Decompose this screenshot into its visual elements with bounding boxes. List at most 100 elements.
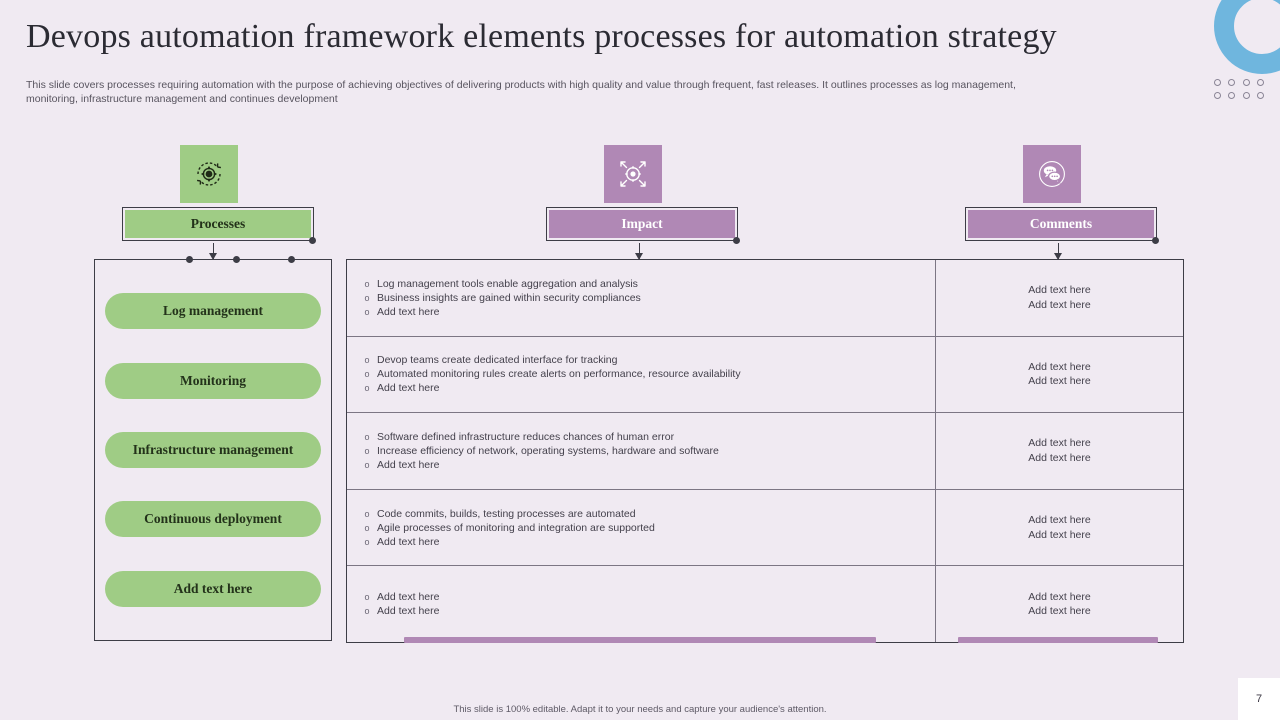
bullet-marker: o <box>364 445 370 456</box>
bullet-text: Software defined infrastructure reduces … <box>377 430 675 443</box>
connector-dot <box>733 237 740 244</box>
table-row: o Devop teams create dedicated interface … <box>347 336 1183 414</box>
bullet-item: o Add text here <box>357 458 935 472</box>
comment-cell[interactable]: Add text here Add text here <box>936 413 1183 489</box>
comment-text: Add text here <box>1028 298 1091 311</box>
impact-cell[interactable]: o Code commits, builds, testing processes… <box>347 489 936 566</box>
bullet-text: Automated monitoring rules create alerts… <box>377 368 741 381</box>
page-number-badge: 7 <box>1238 678 1280 720</box>
comment-text: Add text here <box>1028 437 1091 450</box>
impact-cell[interactable]: o Devop teams create dedicated interface … <box>347 336 936 413</box>
column-header-label-comments: Comments <box>968 210 1154 238</box>
process-pill[interactable]: Continuous deployment <box>105 501 321 538</box>
bullet-text: Add text here <box>377 535 440 548</box>
header-box-outline-processes: Processes <box>122 207 316 244</box>
bullet-text: Add text here <box>377 382 440 395</box>
connector-dot <box>309 237 316 244</box>
bullet-item: o Add text here <box>357 535 935 549</box>
column-header-impact[interactable]: Impact <box>546 145 740 244</box>
decorative-dot-grid <box>1210 76 1268 102</box>
bullet-item: o Code commits, builds, testing processes… <box>357 507 935 521</box>
bullet-item: o Software defined infrastructure reduces… <box>357 430 935 444</box>
impact-cell[interactable]: o Log management tools enable aggregation… <box>347 260 936 336</box>
comment-text: Add text here <box>1028 360 1091 373</box>
process-pill[interactable]: Infrastructure management <box>105 431 321 468</box>
bullet-marker: o <box>364 459 370 470</box>
bullet-marker: o <box>364 431 370 442</box>
bullet-marker: o <box>364 306 370 317</box>
connector-arrow-comments <box>1054 243 1062 260</box>
bullet-marker: o <box>364 369 370 380</box>
comment-text: Add text here <box>1028 514 1091 527</box>
bullet-marker: o <box>364 522 370 533</box>
bullet-text: Devop teams create dedicated interface f… <box>377 354 618 367</box>
impact-comments-table: o Log management tools enable aggregation… <box>346 259 1184 643</box>
bullet-item: o Add text here <box>357 305 935 319</box>
bullet-text: Log management tools enable aggregation … <box>377 277 638 290</box>
comment-cell[interactable]: Add text here Add text here <box>936 566 1183 642</box>
bullet-item: o Business insights are gained within sec… <box>357 291 935 305</box>
comment-cell[interactable]: Add text here Add text here <box>936 337 1183 413</box>
bullet-text: Agile processes of monitoring and integr… <box>377 521 655 534</box>
bullet-item: o Devop teams create dedicated interface … <box>357 353 935 367</box>
bullet-marker: o <box>364 606 370 617</box>
bullet-marker: o <box>364 592 370 603</box>
accent-bar-comments <box>958 637 1158 643</box>
decorative-ring <box>1214 0 1280 74</box>
bullet-text: Increase efficiency of network, operatin… <box>377 444 719 457</box>
bullet-text: Code commits, builds, testing processes … <box>377 507 636 520</box>
converging-arrows-gear-icon <box>604 145 662 203</box>
comment-text: Add text here <box>1028 528 1091 541</box>
comment-text: Add text here <box>1028 605 1091 618</box>
bullet-marker: o <box>364 292 370 303</box>
table-row: o Software defined infrastructure reduces… <box>347 413 1183 490</box>
bullet-item: o Increase efficiency of network, operati… <box>357 444 935 458</box>
bullet-text: Add text here <box>377 458 440 471</box>
comment-cell[interactable]: Add text here Add text here <box>936 260 1183 336</box>
comment-text: Add text here <box>1028 590 1091 603</box>
column-header-comments[interactable]: Comments <box>965 145 1159 244</box>
connector-dot <box>1152 237 1159 244</box>
bullet-item: o Add text here <box>357 590 935 604</box>
bullet-item: o Agile processes of monitoring and integ… <box>357 521 935 535</box>
impact-cell[interactable]: o Software defined infrastructure reduces… <box>347 413 936 489</box>
footer-note: This slide is 100% editable. Adapt it to… <box>453 704 827 715</box>
processes-panel: Log management Monitoring Infrastructure… <box>94 259 332 641</box>
page-title: Devops automation framework elements pro… <box>26 18 1057 55</box>
bullet-item: o Automated monitoring rules create alert… <box>357 367 935 381</box>
bullet-text: Add text here <box>377 605 440 618</box>
column-header-processes[interactable]: Processes <box>122 145 316 244</box>
speech-bubbles-icon <box>1023 145 1081 203</box>
process-pill[interactable]: Monitoring <box>105 362 321 399</box>
column-header-label-impact: Impact <box>549 210 735 238</box>
comment-text: Add text here <box>1028 284 1091 297</box>
bullet-item: o Add text here <box>357 604 935 618</box>
bullet-item: o Log management tools enable aggregation… <box>357 277 935 291</box>
column-header-label-processes: Processes <box>125 210 311 238</box>
accent-bar-impact <box>404 637 876 643</box>
connector-arrow-impact <box>635 243 643 260</box>
bullet-marker: o <box>364 355 370 366</box>
bullet-marker: o <box>364 508 370 519</box>
process-pill[interactable]: Log management <box>105 293 321 330</box>
page-subtitle: This slide covers processes requiring au… <box>26 79 1016 105</box>
table-row: o Log management tools enable aggregation… <box>347 260 1183 337</box>
bullet-marker: o <box>364 383 370 394</box>
bullet-marker: o <box>364 278 370 289</box>
process-pill[interactable]: Add text here <box>105 570 321 607</box>
header-box-outline-comments: Comments <box>965 207 1159 244</box>
bullet-text: Add text here <box>377 591 440 604</box>
gear-cycle-icon <box>180 145 238 203</box>
comment-text: Add text here <box>1028 451 1091 464</box>
bullet-marker: o <box>364 536 370 547</box>
header-box-outline-impact: Impact <box>546 207 740 244</box>
comment-cell[interactable]: Add text here Add text here <box>936 490 1183 566</box>
table-row: o Code commits, builds, testing processes… <box>347 489 1183 567</box>
connector-arrow-processes <box>209 243 217 260</box>
comment-text: Add text here <box>1028 375 1091 388</box>
bullet-text: Add text here <box>377 305 440 318</box>
bullet-item: o Add text here <box>357 381 935 395</box>
bullet-text: Business insights are gained within secu… <box>377 291 641 304</box>
